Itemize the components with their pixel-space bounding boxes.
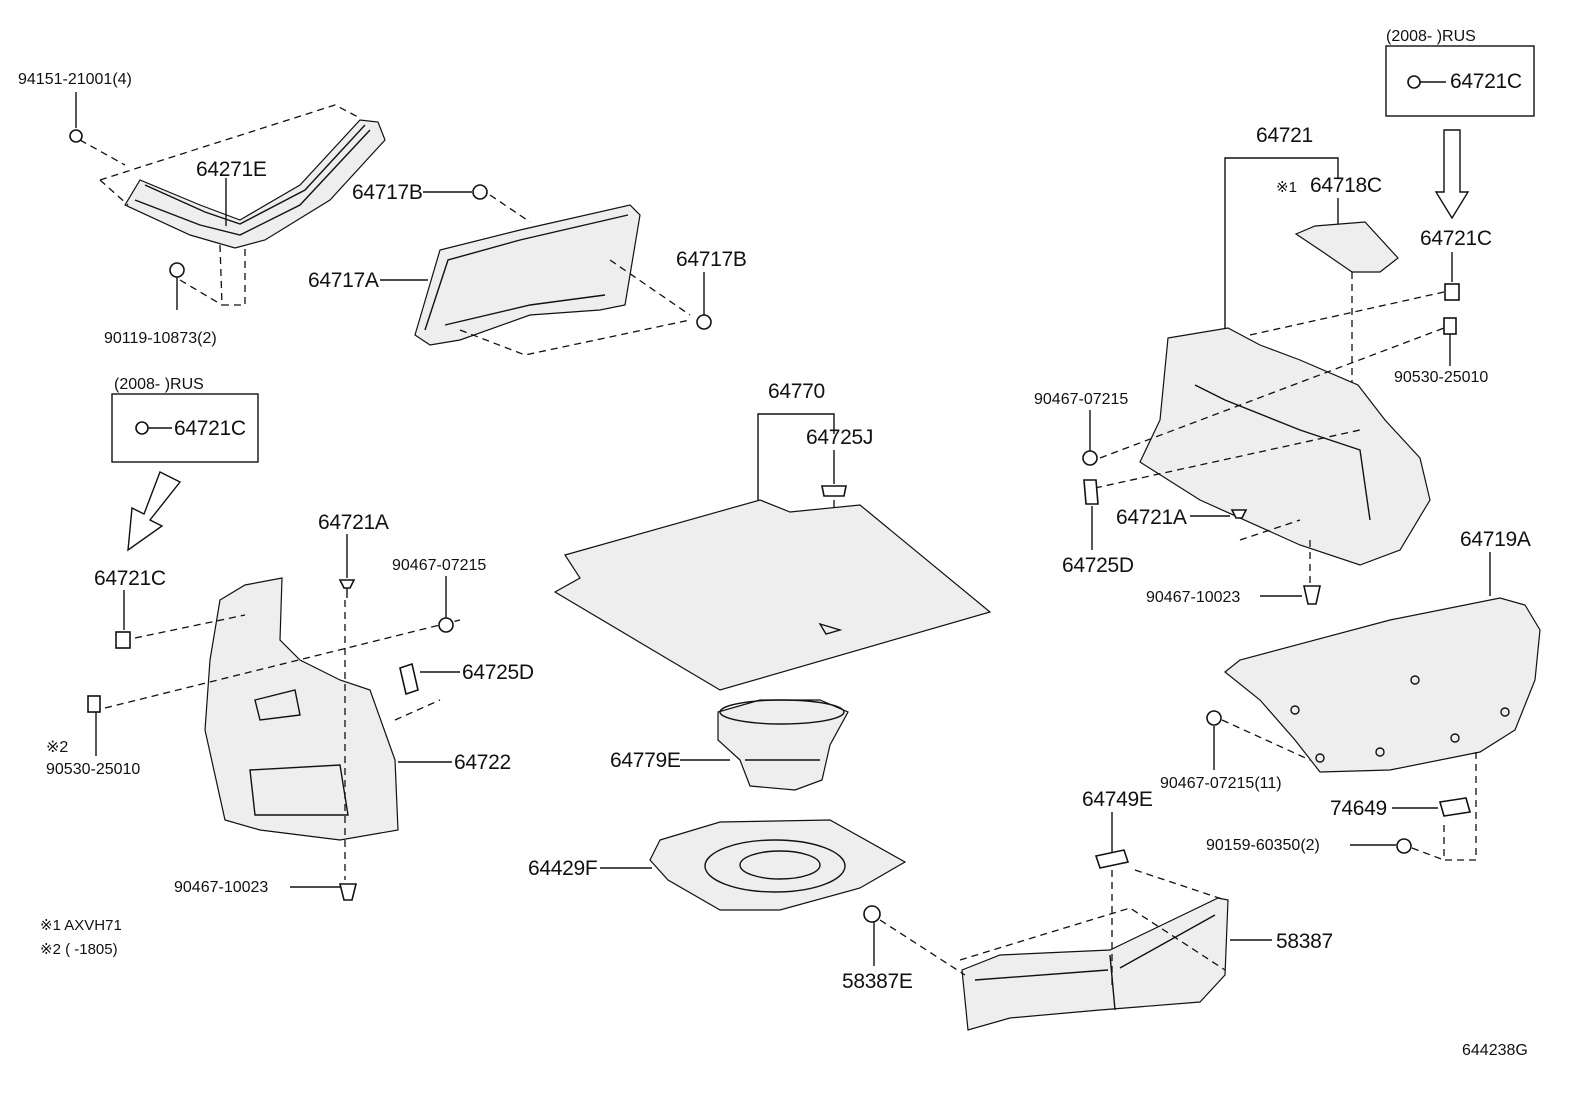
clip-64721C-right-icon <box>1444 283 1460 301</box>
label-64721A-right: 64721A <box>1116 506 1187 529</box>
clip-64721A-left-icon <box>338 579 356 598</box>
label-90119-10873: 90119-10873(2) <box>104 330 217 347</box>
label-64725D-left: 64725D <box>462 661 534 684</box>
leader-64721 <box>1224 157 1339 330</box>
clip-64721A-right-icon <box>1230 509 1248 519</box>
label-64429F: 64429F <box>528 857 597 880</box>
clip-90467-10023-right-icon <box>1303 585 1321 605</box>
note-2: ※2 ( -1805) <box>40 941 118 958</box>
label-58387: 58387 <box>1276 930 1333 953</box>
label-64722: 64722 <box>454 751 511 774</box>
bolt-90159-60350-icon <box>1396 838 1412 854</box>
guide-74649 <box>1443 752 1477 861</box>
label-64725J: 64725J <box>806 426 873 449</box>
part-74649-icon <box>1438 797 1472 817</box>
clip-64749E-icon <box>1094 849 1130 869</box>
clip-90467-10023-left-icon <box>338 883 358 901</box>
part-64770-drawing <box>553 499 992 691</box>
label-64725D-right: 64725D <box>1062 554 1134 577</box>
guide-90159-60350 <box>1411 847 1445 861</box>
label-94151-21001: 94151-21001(4) <box>18 71 132 88</box>
label-64721C-left: 64721C <box>94 567 166 590</box>
label-90530-25010-right: 90530-25010 <box>1394 369 1488 386</box>
label-74649: 74649 <box>1330 797 1387 820</box>
clip-box-left-icon <box>135 421 172 435</box>
note-1: ※1 AXVH71 <box>40 917 122 934</box>
part-64722-guides <box>104 600 461 880</box>
label-90467-10023-left: 90467-10023 <box>174 879 268 896</box>
part-64271E-guides <box>79 104 361 306</box>
label-64719A: 64719A <box>1460 528 1531 551</box>
bolt-90467-07215-11-icon <box>1206 710 1222 726</box>
clip-64725D-right-icon <box>1083 479 1099 505</box>
label-box-left-64721C: 64721C <box>174 417 246 440</box>
diagram-id: 644238G <box>1462 1042 1528 1059</box>
part-64722-drawing <box>204 577 399 841</box>
label-64717B-b: 64717B <box>676 248 747 271</box>
part-64721-guides <box>1094 291 1445 541</box>
clip-58387E-icon <box>863 905 881 923</box>
label-64779E: 64779E <box>610 749 681 772</box>
part-64717A-drawing <box>414 204 641 346</box>
clip-64717B-top-icon <box>472 184 488 200</box>
box-right-range: (2008- )RUS <box>1386 28 1476 45</box>
bolt-90119-icon <box>169 262 185 310</box>
part-64719A-drawing <box>1224 597 1541 773</box>
part-64271E-drawing <box>124 119 386 249</box>
clip-box-right-icon <box>1407 75 1446 89</box>
clip-94151-icon <box>69 129 83 143</box>
note1-mark-64718C: ※1 <box>1276 179 1297 196</box>
clip-90530-left-icon <box>87 695 101 713</box>
leader-64770 <box>757 413 835 500</box>
label-64721A-left: 64721A <box>318 511 389 534</box>
part-64717A-guides <box>459 194 691 356</box>
clip-64725D-left-icon <box>399 662 419 696</box>
arrow-left-icon <box>127 471 182 552</box>
label-58387E: 58387E <box>842 970 913 993</box>
bolt-90467-07215-right-icon <box>1082 450 1098 466</box>
bolt-90467-07215-mid-icon <box>438 617 454 633</box>
label-90467-07215-mid: 90467-07215 <box>392 557 486 574</box>
label-90467-07215-11: 90467-07215(11) <box>1160 775 1282 792</box>
arrow-right-icon <box>1434 129 1470 220</box>
guide-90467-07215-11 <box>1221 719 1311 761</box>
note2-mark-left: ※2 <box>46 739 68 756</box>
clip-64725J-icon <box>821 485 847 497</box>
label-90530-25010-left: 90530-25010 <box>46 761 140 778</box>
box-left-range: (2008- )RUS <box>114 376 204 393</box>
part-58387-drawing <box>961 897 1229 1031</box>
label-64717B-a: 64717B <box>352 181 423 204</box>
part-58387-guides <box>879 869 1226 990</box>
clip-90530-right-icon <box>1443 317 1457 335</box>
label-64749E: 64749E <box>1082 788 1153 811</box>
label-64271E: 64271E <box>196 158 267 181</box>
clip-64717B-right-icon <box>696 272 712 330</box>
label-64770: 64770 <box>768 380 825 403</box>
label-64721: 64721 <box>1256 124 1313 147</box>
part-64429F-drawing <box>649 819 907 911</box>
label-box-right-64721C: 64721C <box>1450 70 1522 93</box>
part-64718C-drawing <box>1294 221 1399 273</box>
label-64718C: 64718C <box>1310 174 1382 197</box>
label-64717A: 64717A <box>308 269 379 292</box>
label-90467-10023-right: 90467-10023 <box>1146 589 1240 606</box>
label-90159-60350: 90159-60350(2) <box>1206 837 1320 854</box>
label-90467-07215-right: 90467-07215 <box>1034 391 1128 408</box>
label-64721C-right: 64721C <box>1420 227 1492 250</box>
part-64779E-drawing <box>717 699 849 791</box>
clip-64721C-left-icon <box>115 631 131 649</box>
